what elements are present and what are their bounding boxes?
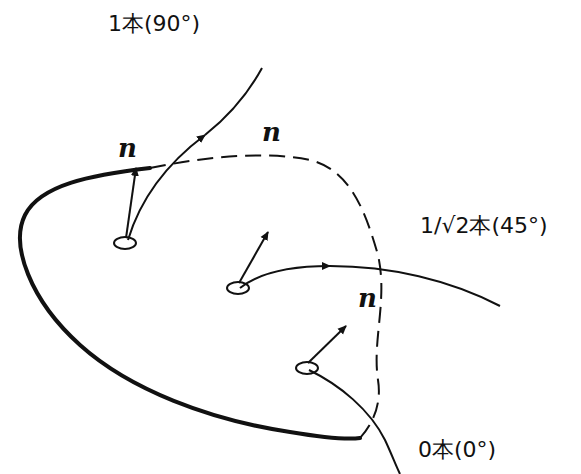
flux-count-label: 0本(0°) bbox=[418, 438, 496, 462]
surface-dashed-edge bbox=[150, 155, 381, 438]
area-element bbox=[114, 237, 136, 249]
surface-edge bbox=[20, 168, 360, 439]
normal-vector bbox=[308, 326, 346, 363]
field-line bbox=[330, 266, 500, 306]
flux-count-label: 1本(90°) bbox=[108, 12, 200, 36]
normal-label: n bbox=[262, 118, 281, 147]
field-line bbox=[205, 68, 262, 135]
flux-count-label: 1/√2本(45°) bbox=[420, 214, 548, 238]
field-line bbox=[128, 135, 205, 240]
normal-vector bbox=[126, 168, 136, 238]
field-line bbox=[240, 266, 330, 288]
field-line bbox=[309, 370, 400, 474]
normal-label: n bbox=[118, 134, 137, 163]
normal-label: n bbox=[358, 284, 377, 313]
